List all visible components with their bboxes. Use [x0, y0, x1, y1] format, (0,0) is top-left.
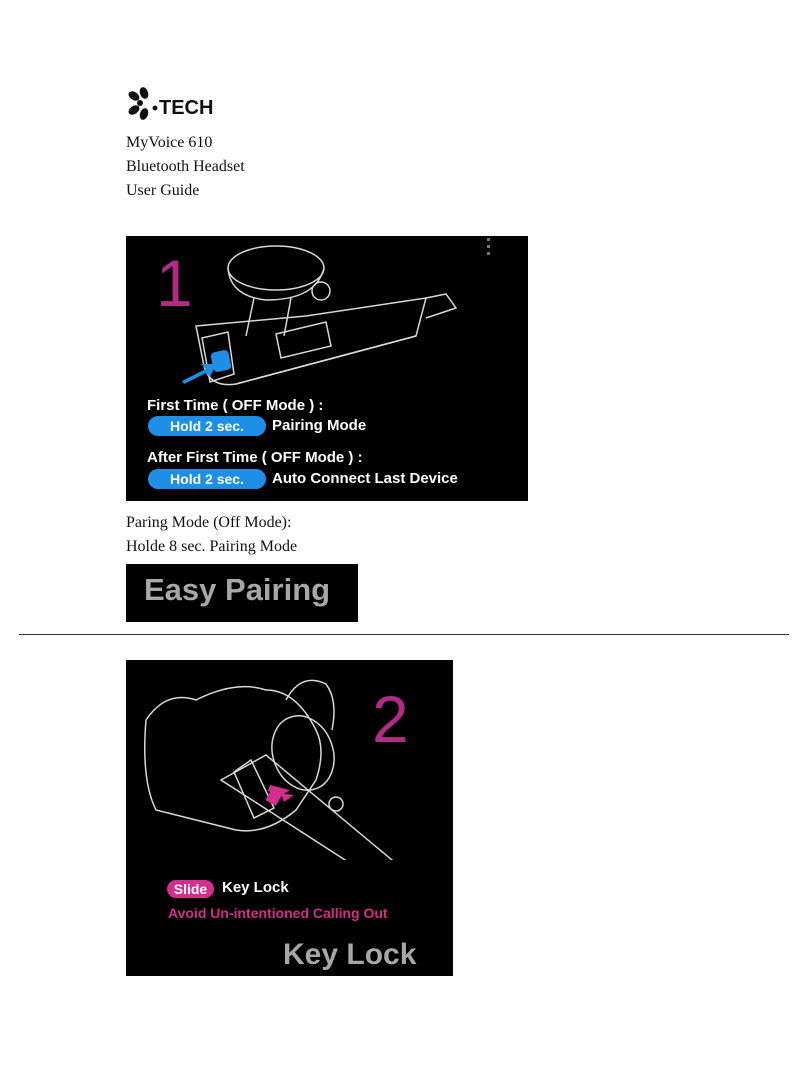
note-line1: Paring Mode (Off Mode): [126, 514, 292, 531]
step1-pill2: Hold 2 sec. [148, 469, 266, 489]
step1-line1: First Time ( OFF Mode ) : [147, 397, 324, 414]
i-tech-logo: TECH [128, 87, 213, 120]
product-name: MyVoice 610 [126, 134, 213, 151]
step1-line2: After First Time ( OFF Mode ) : [147, 449, 363, 466]
hand-headset-drawing [144, 679, 394, 860]
key-lock-title: Key Lock [283, 938, 417, 971]
step2-illustration: 2 Slide Key Lock Avoid Un-intentioned Ca… [126, 660, 453, 976]
step1-illustration: 1 First Time ( OFF Mode ) : Hold 2 sec. … [126, 236, 528, 501]
headset-drawing [182, 238, 490, 386]
step1-number: 1 [156, 246, 193, 320]
step2-pill: Slide [167, 880, 214, 898]
easy-pairing-banner: Easy Pairing [126, 564, 358, 622]
logo-text: TECH [159, 97, 213, 119]
i-tech-logo-icon [128, 87, 158, 120]
step1-result2: Auto Connect Last Device [272, 470, 458, 487]
product-type: Bluetooth Headset [126, 158, 245, 175]
step2-action: Key Lock [222, 879, 289, 896]
step1-pill1: Hold 2 sec. [148, 416, 266, 436]
note-line2: Holde 8 sec. Pairing Mode [126, 538, 298, 555]
doc-title: User Guide [126, 182, 200, 199]
divider [19, 634, 789, 635]
step2-note: Avoid Un-intentioned Calling Out [168, 905, 388, 921]
step1-result1: Pairing Mode [272, 417, 367, 434]
step2-number: 2 [372, 682, 409, 756]
easy-pairing-label: Easy Pairing [144, 572, 331, 607]
